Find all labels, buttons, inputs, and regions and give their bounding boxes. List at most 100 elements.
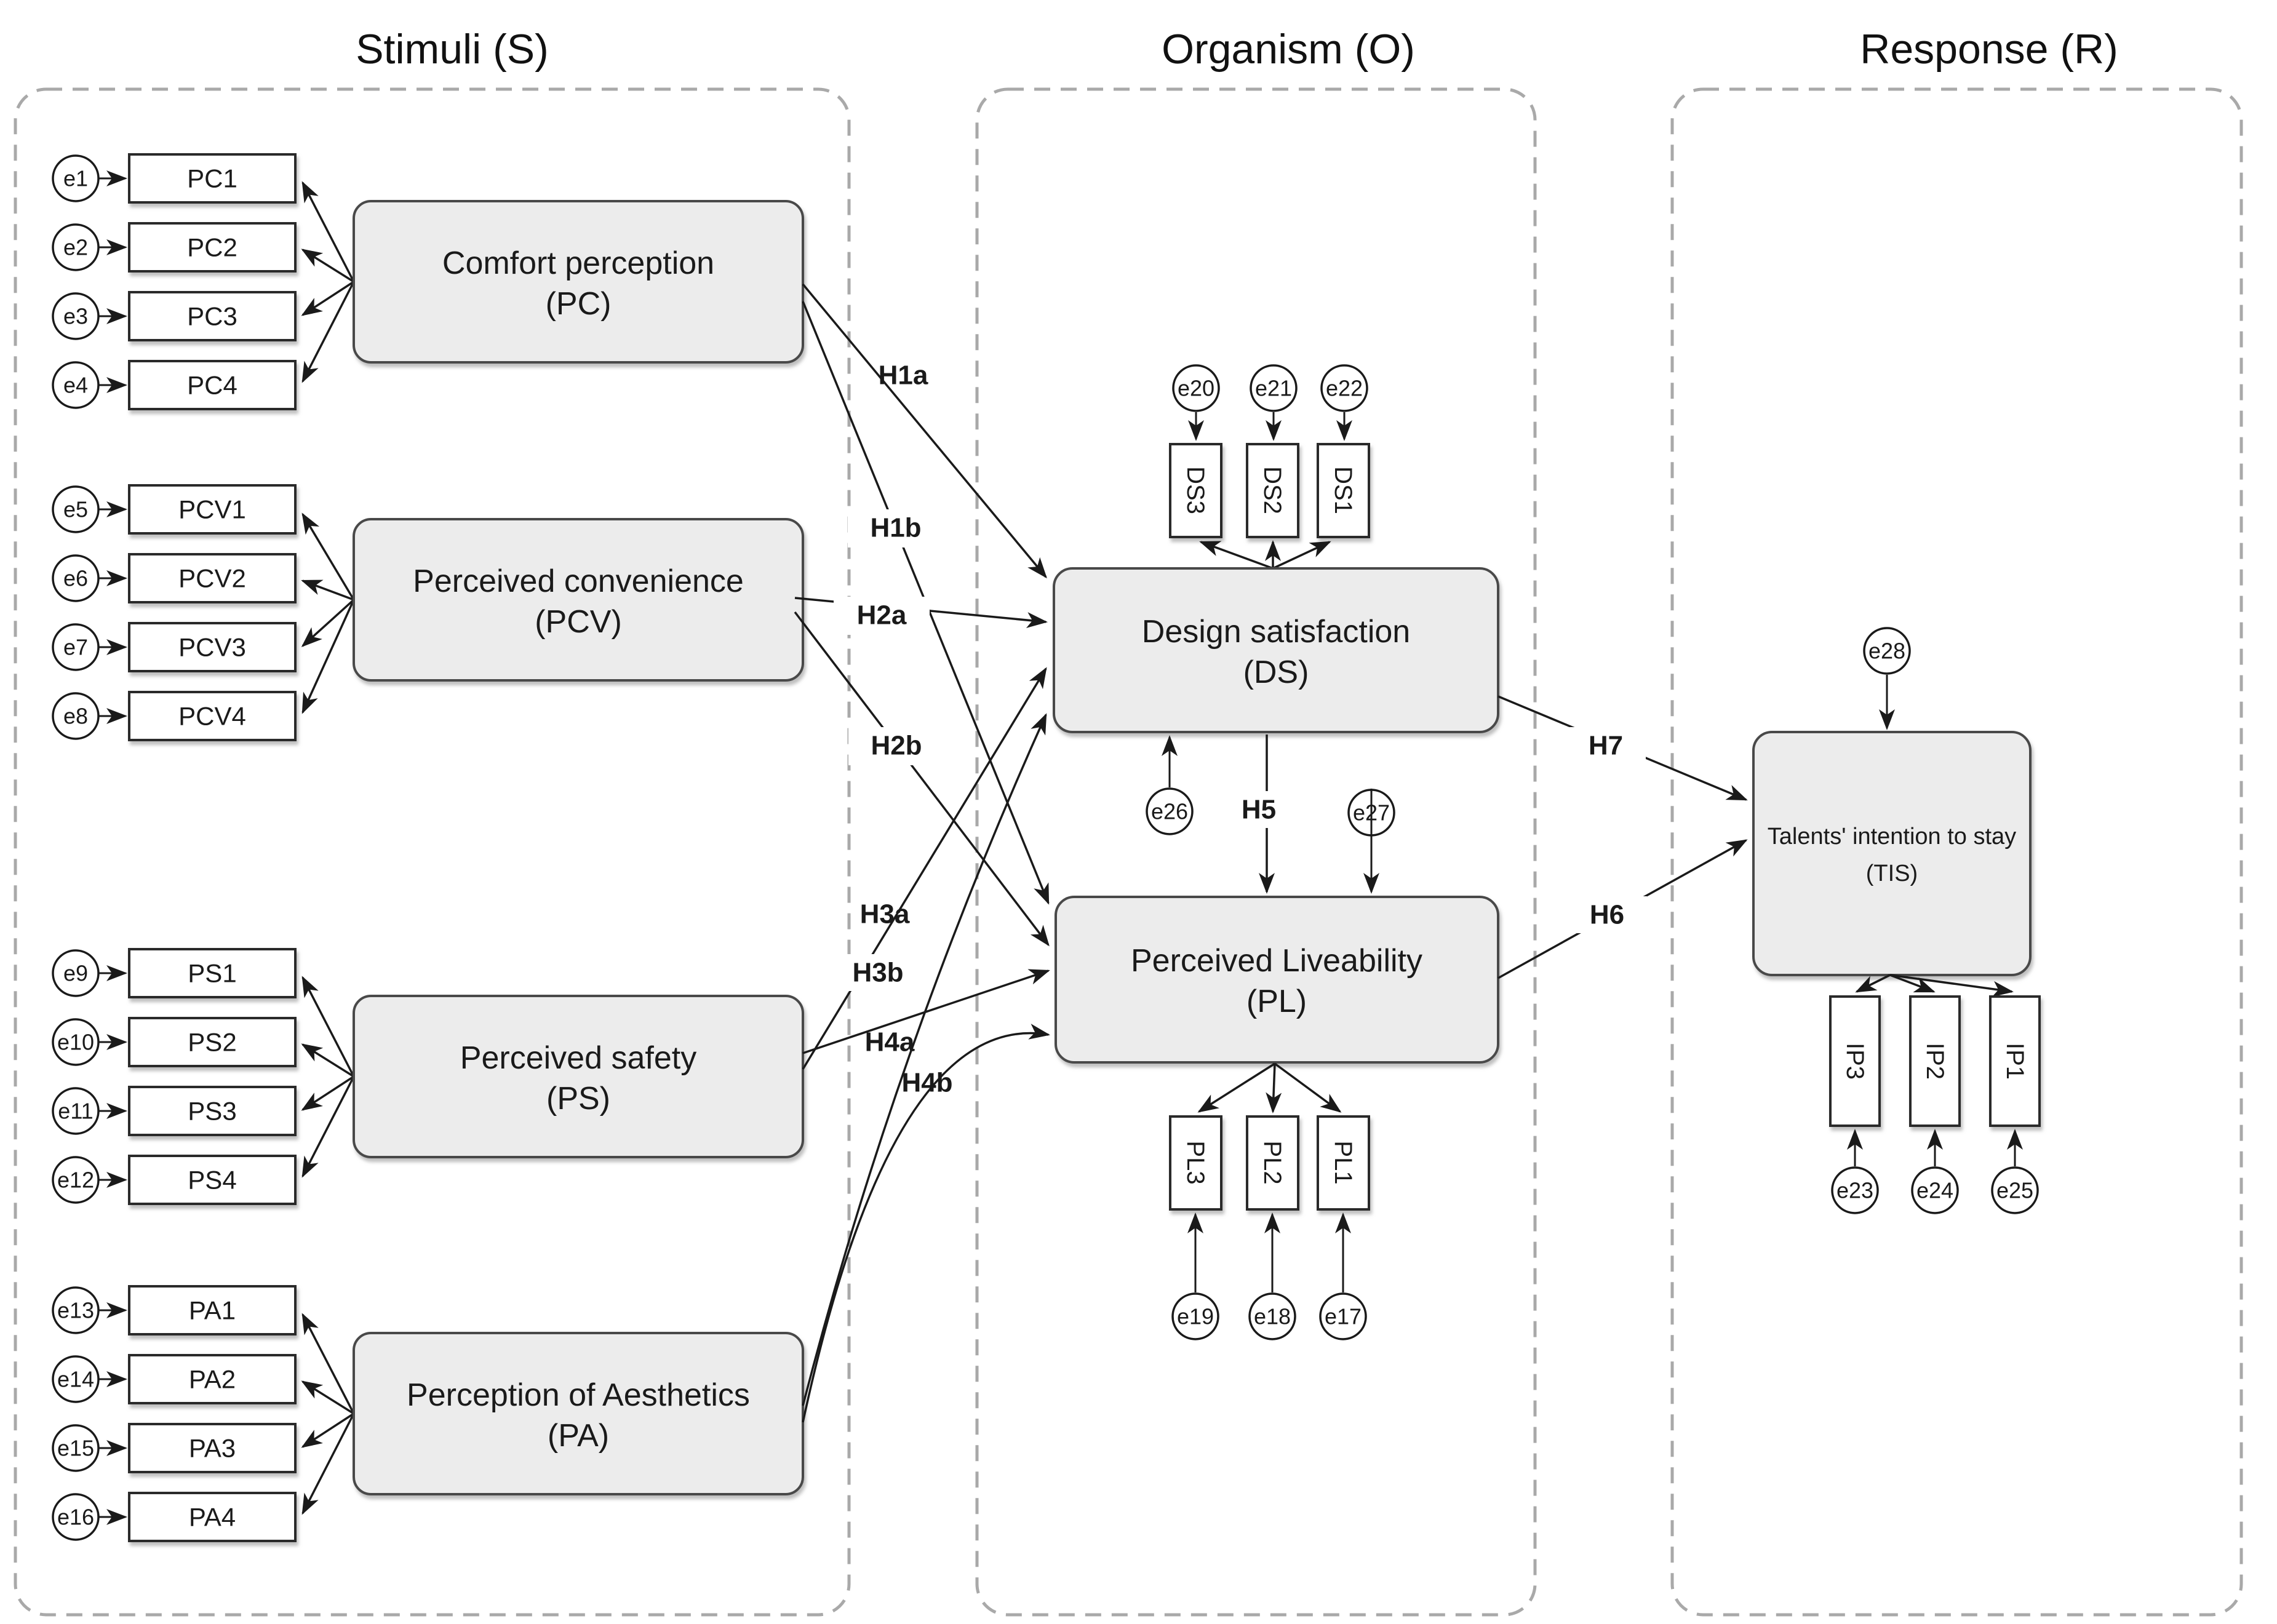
error-circle-e1 [52, 154, 100, 202]
error-circle-e6 [52, 554, 100, 602]
indicator-label: DS1 [1330, 466, 1357, 514]
error-label: e1 [63, 166, 88, 191]
latent-name-ps: Perceived safety [460, 1040, 696, 1076]
label-backdrop [1218, 791, 1299, 828]
error-label: e10 [57, 1030, 94, 1055]
error-label: e25 [1996, 1178, 2033, 1203]
latent-name-pcv: Perceived convenience [413, 563, 744, 599]
hypothesis-label-h1b: H1b [870, 513, 921, 543]
stimuli-column-frame [14, 87, 851, 1617]
indicator-rect-ps3 [128, 1086, 297, 1136]
latent-code-pcv: (PCV) [535, 604, 622, 640]
error-circle-e5 [52, 485, 100, 533]
hypothesis-label-h7: H7 [1589, 731, 1623, 761]
error-circle-e26 [1146, 787, 1194, 835]
loading-arrow [301, 976, 355, 1077]
error-label: e8 [63, 704, 88, 729]
error-label: e12 [57, 1168, 94, 1193]
latent-name-pa: Perception of Aesthetics [407, 1377, 750, 1413]
indicator-label: IP2 [1921, 1043, 1948, 1080]
error-label: e22 [1326, 376, 1363, 401]
error-circle-e14 [52, 1355, 100, 1403]
error-circle-e22 [1320, 364, 1368, 412]
indicator-rect-pc2 [128, 222, 297, 273]
indicator-rect-pcv4 [128, 691, 297, 741]
indicator-label: PS1 [188, 959, 236, 988]
loading-arrow [1266, 1063, 1282, 1113]
indicator-rect-ps2 [128, 1017, 297, 1067]
error-circle-e20 [1172, 364, 1220, 412]
hypothesis-label-h3a: H3a [860, 899, 910, 929]
indicator-rect-pl1 [1317, 1115, 1370, 1211]
indicator-label: PA3 [189, 1434, 236, 1463]
indicator-rect-pcv3 [128, 622, 297, 672]
error-label: e28 [1868, 639, 1905, 664]
hypothesis-label-h2b: H2b [871, 731, 922, 761]
organism-column-frame [975, 87, 1537, 1617]
indicator-label: PCV1 [178, 495, 246, 524]
indicator-label: DS3 [1182, 466, 1209, 514]
indicator-label: PS4 [188, 1166, 236, 1195]
error-circle-e28 [1863, 627, 1911, 675]
error-circle-e19 [1171, 1292, 1219, 1340]
indicator-rect-pa3 [128, 1423, 297, 1473]
error-circle-e8 [52, 692, 100, 740]
response-header: Response (R) [1860, 26, 2118, 73]
error-circle-e11 [52, 1087, 100, 1135]
indicator-rect-pcv1 [128, 484, 297, 535]
indicator-label: PA2 [189, 1365, 236, 1394]
error-circle-e13 [52, 1286, 100, 1334]
latent-box-pl [1055, 896, 1499, 1064]
error-label: e4 [63, 373, 88, 398]
indicator-rect-pc3 [128, 291, 297, 341]
error-label: e11 [58, 1099, 93, 1124]
latent-name-pc: Comfort perception [442, 245, 714, 281]
latent-box-pc [353, 200, 804, 364]
error-circle-e15 [52, 1424, 100, 1472]
error-circle-e25 [1991, 1166, 2039, 1214]
error-label: e7 [63, 635, 88, 660]
error-label: e23 [1836, 1178, 1873, 1203]
loading-arrow [301, 181, 355, 282]
indicator-label: PL3 [1182, 1140, 1209, 1184]
error-label: e20 [1178, 376, 1214, 401]
indicator-label: PC2 [187, 233, 237, 262]
error-circle-e18 [1248, 1292, 1296, 1340]
latent-code-pl: (PL) [1246, 984, 1307, 1019]
latent-name-ds: Design satisfaction [1142, 614, 1410, 650]
indicator-label: PC3 [187, 302, 237, 331]
indicator-label: PA1 [189, 1296, 236, 1325]
error-label: e9 [63, 961, 88, 986]
indicator-label: PC4 [187, 371, 237, 400]
indicator-rect-pa2 [128, 1354, 297, 1404]
column-frames: Stimuli (S) Organism (O) Response (R) [14, 26, 2243, 1617]
indicator-rect-ps4 [128, 1155, 297, 1205]
indicator-label: PS2 [188, 1028, 236, 1057]
latent-code-ds: (DS) [1243, 655, 1309, 690]
indicator-rect-ds1 [1317, 443, 1370, 538]
latent-group-ps: e9 e10 e11 e12 PS1 PS2 PS3 PS4 Perceived… [52, 948, 804, 1205]
response-column-frame [1670, 87, 2243, 1617]
indicator-label: IP1 [2001, 1043, 2028, 1080]
loading-arrow [301, 281, 354, 316]
organism-to-response-paths: H7 H6 [1497, 695, 1748, 979]
error-circle-e4 [52, 361, 100, 409]
loading-arrow [301, 1313, 355, 1414]
path-h3a-ps-to-ds [802, 667, 1047, 1070]
label-backdrop [834, 597, 930, 635]
error-label: e19 [1177, 1304, 1214, 1329]
indicator-label: PCV2 [178, 564, 246, 593]
error-label: e3 [63, 304, 88, 329]
hypothesis-label-h1a: H1a [879, 360, 928, 391]
indicator-label: IP3 [1841, 1043, 1868, 1080]
error-label: e14 [57, 1367, 94, 1392]
indicator-rect-pc4 [128, 360, 297, 410]
latent-box-tis [1752, 731, 2032, 976]
error-label: e13 [57, 1298, 94, 1323]
indicator-rect-pa1 [128, 1285, 297, 1335]
latent-box-ds [1053, 567, 1499, 733]
perceived-liveability-cluster: Perceived Liveability (PL) PL3 PL2 PL1 e… [1055, 896, 1499, 1340]
loading-arrow [301, 281, 355, 383]
stimuli-header: Stimuli (S) [356, 26, 549, 73]
error-circle-e10 [52, 1018, 100, 1066]
